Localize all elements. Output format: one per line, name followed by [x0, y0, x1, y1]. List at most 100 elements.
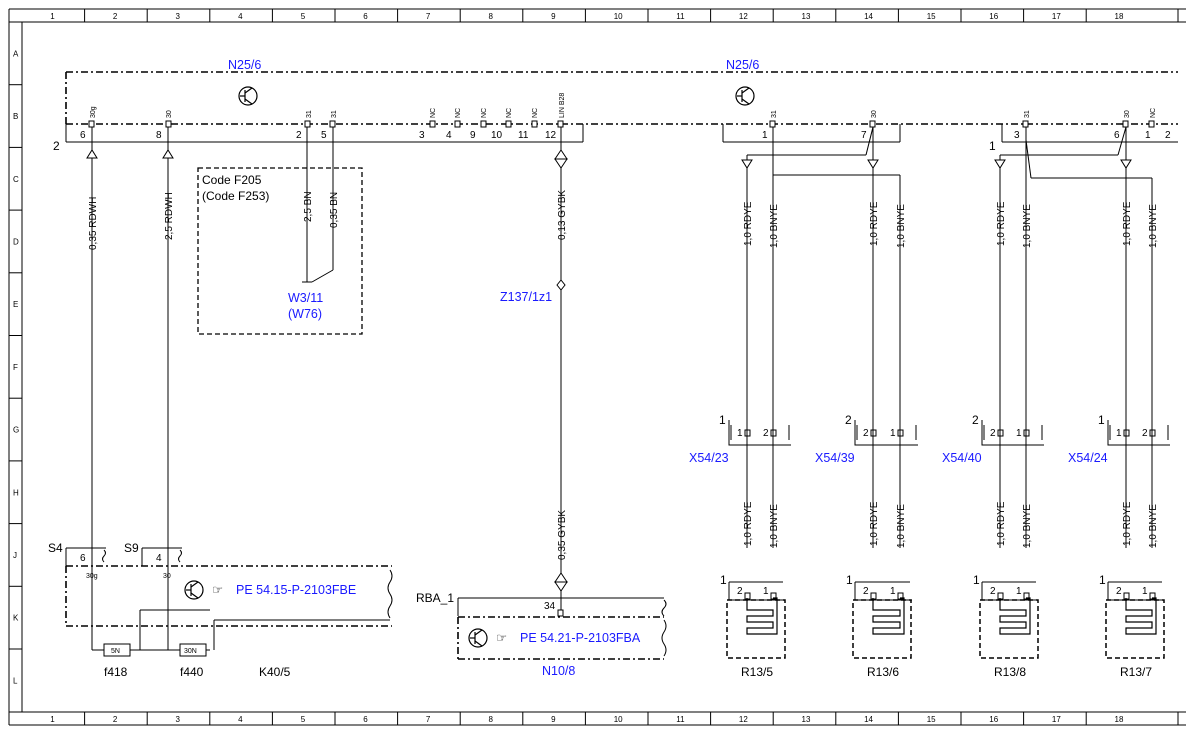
svg-text:10: 10	[491, 130, 503, 141]
pin-number: 2	[863, 586, 869, 597]
svg-text:30: 30	[871, 110, 878, 118]
connector-label[interactable]: X54/39	[815, 451, 855, 465]
pin-number: 2	[990, 586, 996, 597]
pin-number: 1	[763, 586, 769, 597]
wire-label: 1,0 RDYE	[869, 201, 880, 246]
svg-text:7: 7	[861, 130, 867, 141]
column-label: 6	[363, 715, 368, 724]
connector-label[interactable]: X54/23	[689, 451, 729, 465]
svg-text:NC: NC	[1150, 108, 1157, 118]
svg-text:3: 3	[1014, 130, 1020, 141]
wire-label: 2,5 BN	[303, 191, 314, 222]
column-label: 3	[176, 12, 181, 21]
column-label: 2	[113, 715, 118, 724]
f440-label: f440	[180, 665, 204, 679]
pin-number: 1	[890, 586, 896, 597]
column-label: 15	[927, 12, 936, 21]
column-label: 1	[50, 715, 55, 724]
svg-text:30: 30	[1124, 110, 1131, 118]
column-ticks: 1122334455667788991010111112121313141415…	[50, 9, 1124, 725]
pin-numbers: 6 8 2 5 3 4 9 10 11 12 1 7 3 6 1 2	[80, 130, 1171, 141]
svg-text:NC: NC	[481, 108, 488, 118]
position-number: 1	[720, 573, 727, 587]
connector-arrow-icon	[741, 159, 1132, 169]
heating-coil-icon	[999, 597, 1031, 635]
pin-number: 2	[1116, 586, 1122, 597]
n25-6-left-label[interactable]: N25/6	[228, 58, 261, 72]
f418-label: f418	[104, 665, 128, 679]
svg-text:30g: 30g	[90, 106, 97, 118]
heater-label: R13/5	[741, 665, 773, 679]
column-label: 5	[301, 12, 306, 21]
svg-text:11: 11	[518, 130, 529, 141]
wire-label: 1,0 BNYE	[1148, 204, 1159, 248]
n25-6-module-box	[65, 71, 1178, 125]
column-label: 7	[426, 12, 431, 21]
svg-text:8: 8	[156, 130, 162, 141]
pin-number: 1	[1016, 428, 1022, 439]
connector-label[interactable]: X54/40	[942, 451, 982, 465]
column-label: 18	[1115, 12, 1124, 21]
row-label: B	[13, 112, 18, 121]
heater-element-box	[852, 599, 912, 659]
pin-function-labels: 30g 30 31 31 NC NC NC NC NC LIN B28 31 3…	[90, 93, 1157, 118]
w76-label[interactable]: (W76)	[288, 307, 322, 321]
wire-label: 1,0 BNYE	[769, 204, 780, 248]
w3-11-label[interactable]: W3/11	[288, 291, 323, 305]
row-label: D	[13, 237, 19, 246]
svg-text:5: 5	[321, 130, 327, 141]
wire-label: 1,0 BNYE	[1148, 504, 1159, 548]
column-label: 14	[864, 12, 873, 21]
column-label: 16	[989, 715, 998, 724]
z137-label[interactable]: Z137/1z1	[500, 290, 552, 304]
heater-label: R13/6	[867, 665, 899, 679]
pin-label: 30	[163, 573, 171, 580]
column-label: 5	[301, 715, 306, 724]
position-number: 1	[1098, 413, 1105, 427]
column-label: 2	[113, 12, 118, 21]
pin-number: 2	[990, 428, 996, 439]
heating-coil-icon	[746, 597, 778, 635]
pe-ref-fba-link[interactable]: PE 54.21-P-2103FBA	[520, 631, 641, 645]
k40-5-label: K40/5	[259, 665, 291, 679]
pin-number: 2	[737, 586, 743, 597]
row-label: L	[13, 676, 18, 685]
position-number: 1	[1099, 573, 1106, 587]
transistor-icon	[238, 86, 258, 106]
pin-number: 1	[737, 428, 743, 439]
connector-label[interactable]: X54/24	[1068, 451, 1108, 465]
row-label: J	[13, 551, 17, 560]
n25-6-right-label[interactable]: N25/6	[726, 58, 759, 72]
svg-text:NC: NC	[455, 108, 462, 118]
column-label: 4	[238, 715, 243, 724]
wire-label: 1,0 RDYE	[1122, 501, 1133, 546]
pe-ref-fbe-link[interactable]: PE 54.15-P-2103FBE	[236, 583, 356, 597]
row-label: A	[13, 49, 19, 58]
column-label: 8	[489, 12, 494, 21]
column-label: 14	[864, 715, 873, 724]
position-number: 2	[972, 413, 979, 427]
n10-8-label[interactable]: N10/8	[542, 664, 575, 678]
svg-text:31: 31	[771, 110, 778, 118]
pin-number: 1	[1016, 586, 1022, 597]
pin-marker	[557, 609, 564, 617]
svg-text:30: 30	[166, 110, 173, 118]
column-label: 10	[614, 715, 623, 724]
edge-number-2: 2	[53, 139, 60, 153]
column-label: 3	[176, 715, 181, 724]
column-label: 11	[676, 12, 685, 21]
pin-markers	[88, 120, 1155, 128]
column-label: 4	[238, 12, 243, 21]
column-label: 12	[739, 12, 748, 21]
svg-text:30N: 30N	[184, 648, 197, 655]
s9-label: S9	[124, 541, 139, 555]
column-label: 7	[426, 715, 431, 724]
row-label: E	[13, 300, 18, 309]
wire-label: 1,0 RDYE	[743, 201, 754, 246]
connector-arrow-icon	[86, 149, 174, 159]
wire-label: 1,0 RDYE	[996, 501, 1007, 546]
column-label: 12	[739, 715, 748, 724]
